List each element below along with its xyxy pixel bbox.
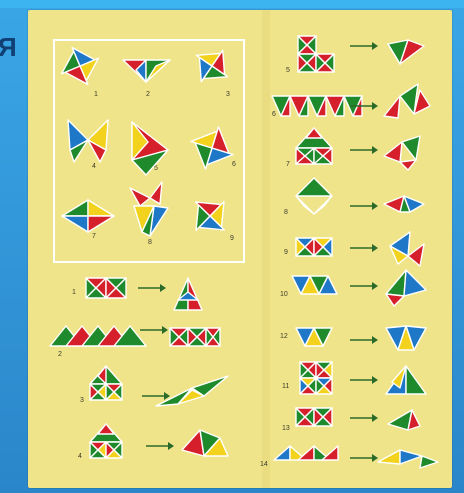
box-number-label: 8 [148,239,152,246]
r11-d [316,378,332,394]
r7-house-right [314,148,332,164]
right-number-label: 12 [280,333,288,340]
row2-result-b [188,328,206,346]
box-figure-9 [196,202,225,231]
row1-piece-a [86,278,106,298]
r5-b [298,54,316,72]
left-number-label: 3 [80,397,84,404]
row4-house-left [90,442,106,458]
row2-result-a [170,328,188,346]
row4-house-right [106,442,122,458]
left-number-label: 4 [78,453,82,460]
box-number-label: 6 [232,161,236,168]
right-number-label: 14 [260,461,268,468]
row2-result-c [206,328,220,346]
r9-b [314,238,332,256]
r7-house-left [296,148,314,164]
right-number-label: 6 [272,111,276,118]
left-number-label: 1 [72,289,76,296]
right-number-label: 9 [284,249,288,256]
top-stripe [0,0,464,8]
left-number-label: 2 [58,351,62,358]
corner-letter: Я [0,32,16,63]
box-number-label: 7 [92,233,96,240]
r13-a [296,408,314,426]
r11-c [300,378,316,394]
box-figure-3 [196,50,227,81]
r5-c [316,54,334,72]
box-number-label: 1 [94,91,98,98]
row2-strip [50,326,146,346]
right-number-label: 11 [282,383,289,390]
box-number-label: 2 [146,91,150,98]
right-number-label: 8 [284,209,288,216]
right-number-label: 13 [282,425,290,432]
row3-house-left [90,384,106,400]
box-number-label: 3 [226,91,230,98]
paper [28,10,452,488]
right-number-label: 10 [280,291,288,298]
right-number-label: 5 [286,67,290,74]
r11-b [316,362,332,378]
r13-b [314,408,332,426]
row1-piece-b [106,278,126,298]
r11-a [300,362,316,378]
r9-a [296,238,314,256]
box-number-label: 4 [92,163,96,170]
row3-house-right [106,384,122,400]
puzzle-sheet-photo: 1234567891234567891012111314 [28,10,452,488]
paper-fold [262,10,270,488]
box-number-label: 9 [230,235,234,242]
r5-a [298,36,316,54]
right-number-label: 7 [286,161,290,168]
